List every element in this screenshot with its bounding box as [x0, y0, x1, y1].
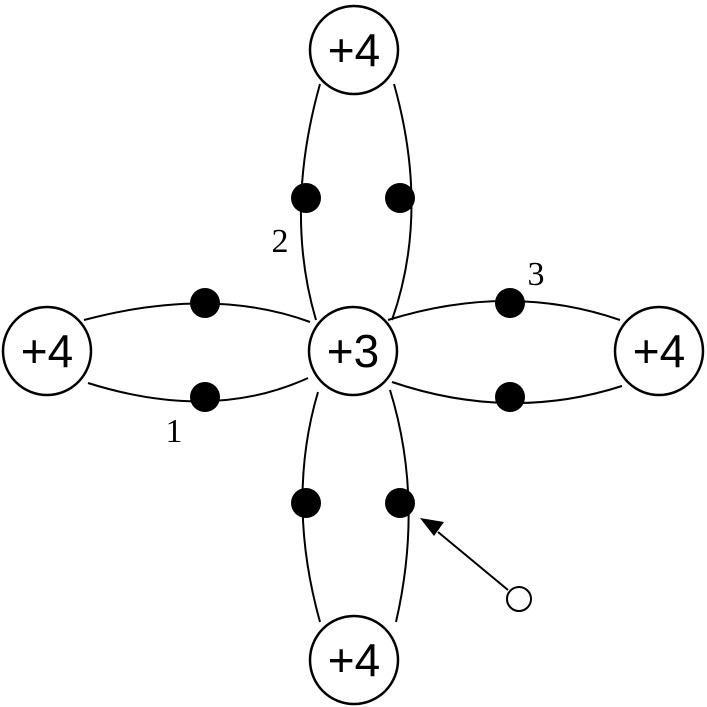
- electron-left-upper: [190, 288, 220, 318]
- hole: [506, 586, 532, 612]
- ion-center-label: +3: [327, 325, 379, 377]
- electron-top-right: [385, 183, 415, 213]
- label-2: 2: [272, 223, 289, 260]
- hole-arrow: [420, 518, 509, 591]
- label-1: 1: [166, 413, 183, 450]
- ion-top-label: +4: [328, 24, 380, 76]
- ion-bottom-label: +4: [328, 634, 380, 686]
- ion-left-label: +4: [21, 325, 73, 377]
- ion-bottom: +4: [308, 614, 400, 706]
- ion-right: +4: [613, 305, 705, 397]
- electron-bottom-left: [291, 488, 321, 518]
- arrow-head: [420, 518, 444, 536]
- electron-right-lower: [495, 382, 525, 412]
- ion-center: +3: [307, 305, 399, 397]
- electron-bottom-right: [385, 488, 415, 518]
- electron-top-left: [291, 183, 321, 213]
- ion-left: +4: [1, 305, 93, 397]
- ion-right-label: +4: [633, 325, 685, 377]
- electron-left-lower: [190, 382, 220, 412]
- electron-right-upper: [495, 288, 525, 318]
- electrons: [190, 183, 525, 518]
- label-3: 3: [528, 256, 545, 293]
- arrow-shaft: [437, 531, 509, 591]
- ion-top: +4: [308, 4, 400, 96]
